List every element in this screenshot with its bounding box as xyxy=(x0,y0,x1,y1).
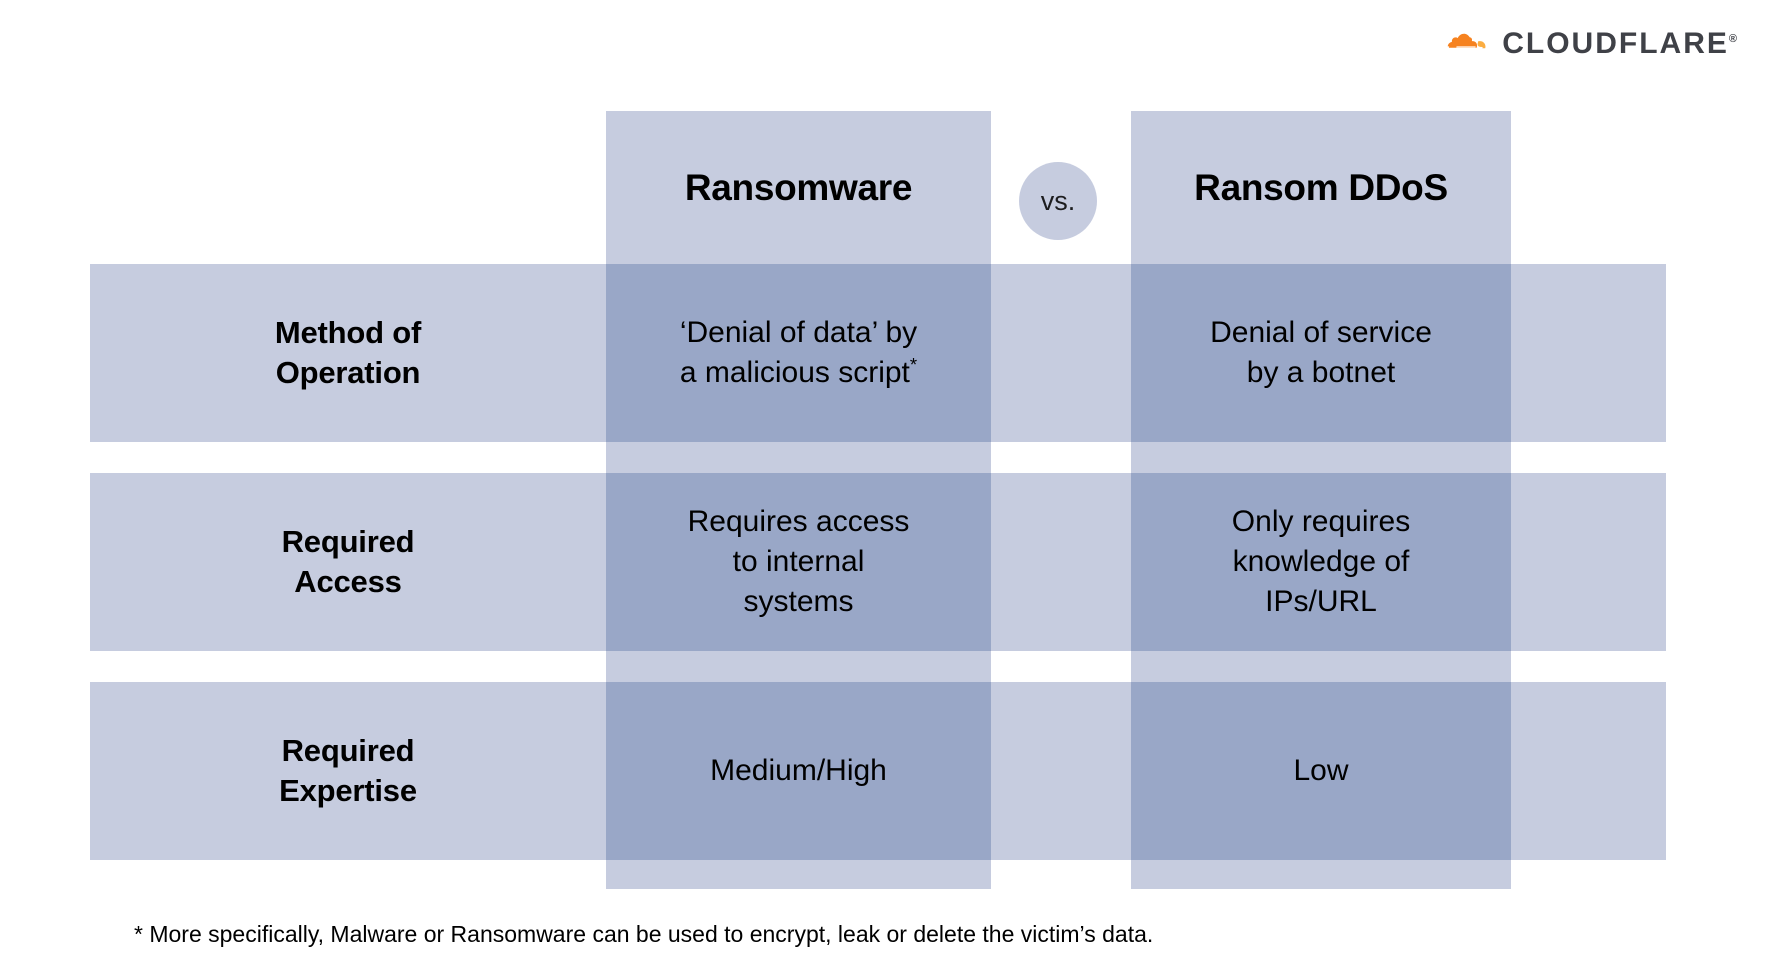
cell-required-access-ransom-ddos: Only requires knowledge of IPs/URL xyxy=(1131,473,1511,651)
row-label-method-of-operation: Method of Operation xyxy=(90,264,606,442)
cell-highlight-r1c1 xyxy=(1131,473,1511,651)
cell-required-expertise-ransom-ddos: Low xyxy=(1131,682,1511,860)
cell-highlight-r0c0 xyxy=(606,264,991,442)
cell-highlight-r1c0 xyxy=(606,473,991,651)
cell-line-3: IPs/URL xyxy=(1265,584,1377,618)
cell-line-2-text: a malicious script xyxy=(679,356,910,389)
row-label-line-1: Required xyxy=(281,523,415,559)
cell-method-of-operation-ransomware: ‘Denial of data’ by a malicious script* xyxy=(606,264,991,442)
row-label-line-2: Expertise xyxy=(279,773,417,808)
row-label-line-2: Access xyxy=(294,564,402,599)
cell-highlight-r0c1 xyxy=(1131,264,1511,442)
cell-highlight-r2c1 xyxy=(1131,682,1511,860)
column-header-ransom-ddos: Ransom DDoS xyxy=(1194,166,1448,208)
registered-mark: ® xyxy=(1728,33,1737,45)
cloudflare-cloud-icon xyxy=(1442,33,1486,49)
cell-line-1: Low xyxy=(1293,754,1349,788)
vs-badge: vs. xyxy=(1019,162,1097,240)
row-label-required-access: Required Access xyxy=(90,473,606,651)
vs-label: vs. xyxy=(1040,185,1076,216)
cell-line-1: ‘Denial of data’ by xyxy=(679,316,918,350)
cell-method-of-operation-ransom-ddos: Denial of service by a botnet xyxy=(1131,264,1511,442)
row-label-line-2: Operation xyxy=(275,355,421,390)
cloudflare-logo: CLOUDFLARE® xyxy=(1437,18,1737,70)
cell-line-2: a malicious script* xyxy=(680,353,917,393)
cell-highlight-r2c0 xyxy=(606,682,991,860)
row-label-line-1: Method of xyxy=(274,314,422,350)
cloudflare-wordmark-text: CLOUDFLARE xyxy=(1502,27,1729,60)
row-label-required-expertise: Required Expertise xyxy=(90,682,606,860)
cell-required-access-ransomware: Requires access to internal systems xyxy=(606,473,991,651)
footnote-text: * More specifically, Malware or Ransomwa… xyxy=(134,921,1154,947)
cell-required-expertise-ransomware: Medium/High xyxy=(606,682,991,860)
row-label-line-1: Required xyxy=(281,732,415,768)
cell-line-1: Requires access xyxy=(687,505,910,539)
cell-line-2: knowledge of xyxy=(1232,545,1410,579)
cell-line-1: Medium/High xyxy=(710,754,887,788)
cell-line-2: to internal xyxy=(732,545,865,579)
cloudflare-wordmark: CLOUDFLARE® xyxy=(1502,27,1737,61)
cell-line-1: Only requires xyxy=(1231,505,1411,539)
cell-line-3: systems xyxy=(743,584,854,618)
footnote-marker: * xyxy=(909,354,918,375)
column-header-ransomware: Ransomware xyxy=(684,166,913,208)
cell-line-2: by a botnet xyxy=(1246,356,1396,389)
cell-line-1: Denial of service xyxy=(1210,316,1432,350)
